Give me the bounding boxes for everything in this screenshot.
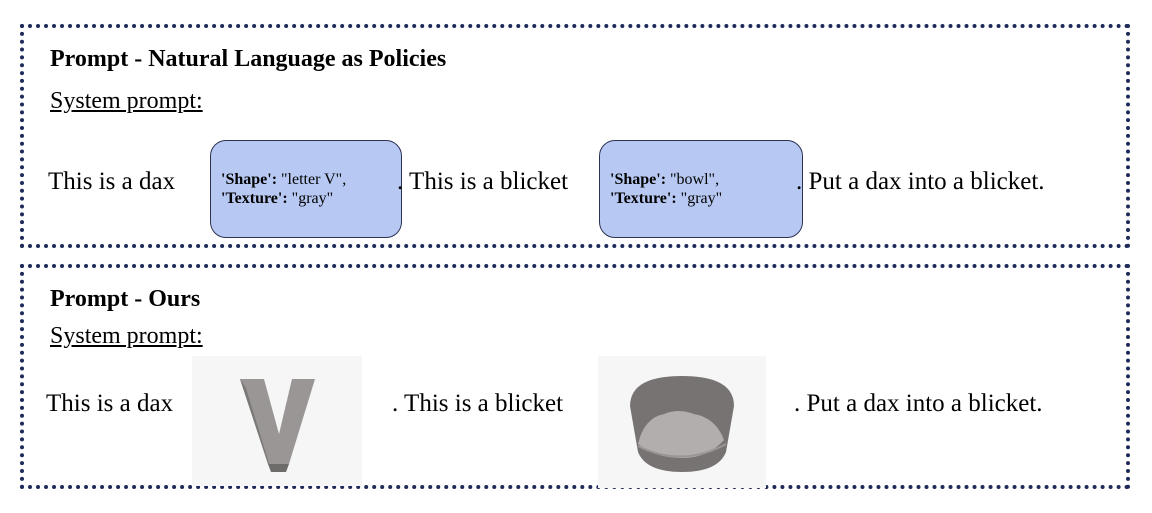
dax-text: This is a dax — [48, 168, 176, 195]
dax-attribute-card: 'Shape': "letter V", 'Texture': "gray" — [210, 140, 402, 238]
bowl-image — [598, 356, 766, 488]
instruction-text: . Put a dax into a blicket. — [796, 168, 1045, 195]
blicket-text: . This is a blicket — [397, 168, 569, 195]
blicket-attribute-card: 'Shape': "bowl", 'Texture': "gray" — [599, 140, 803, 238]
texture-value: "gray" — [287, 190, 334, 207]
panel-natural-language: Prompt - Natural Language as Policies Sy… — [20, 24, 1130, 248]
letter-v-image — [192, 356, 362, 486]
shape-value: "bowl", — [666, 171, 720, 188]
instruction-text: . Put a dax into a blicket. — [794, 390, 1043, 417]
texture-key: 'Texture': — [610, 190, 677, 207]
shape-key: 'Shape': — [221, 171, 278, 188]
system-prompt-label: System prompt: — [50, 323, 203, 349]
blicket-text: . This is a blicket — [392, 390, 564, 417]
panel-title: Prompt - Ours — [50, 286, 201, 312]
system-prompt-label: System prompt: — [50, 88, 203, 114]
panel-title: Prompt - Natural Language as Policies — [50, 46, 447, 72]
texture-value: "gray" — [676, 190, 723, 207]
dax-text: This is a dax — [46, 390, 174, 417]
texture-key: 'Texture': — [221, 190, 288, 207]
shape-value: "letter V", — [277, 171, 347, 188]
panel-ours: Prompt - Ours System prompt: This is a d… — [20, 264, 1130, 489]
shape-key: 'Shape': — [610, 171, 667, 188]
